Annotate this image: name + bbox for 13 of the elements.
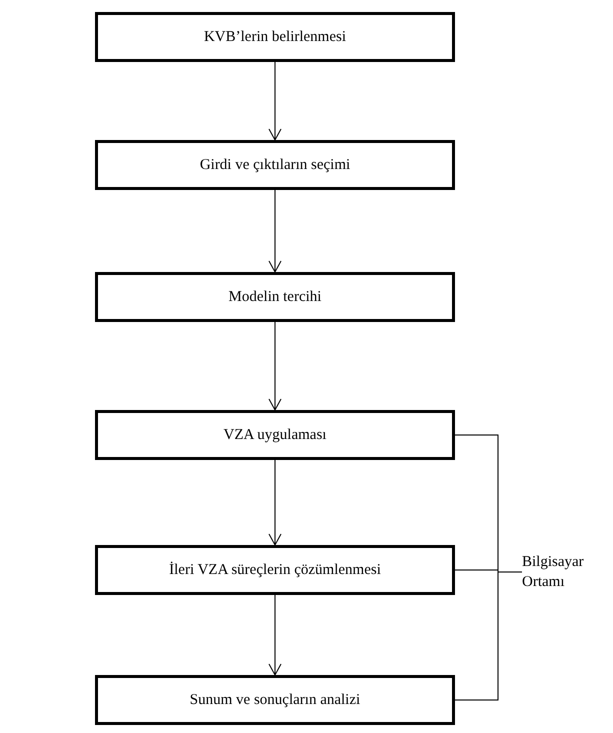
connector-line [454, 572, 522, 700]
process-box: Girdi ve çıktıların seçimi [95, 140, 455, 190]
arrow [268, 460, 282, 546]
process-box: VZA uygulaması [95, 410, 455, 460]
process-box: KVB’lerin belirlenmesi [95, 12, 455, 62]
process-box: Sunum ve sonuçların analizi [95, 675, 455, 725]
arrow [268, 594, 282, 676]
arrow [268, 190, 282, 272]
side-label: Bilgisayar Ortamı [522, 552, 610, 592]
arrow [268, 322, 282, 410]
arrow [268, 62, 282, 140]
process-box: İleri VZA süreçlerin çözümlenmesi [95, 545, 455, 595]
process-box: Modelin tercihi [95, 272, 455, 322]
